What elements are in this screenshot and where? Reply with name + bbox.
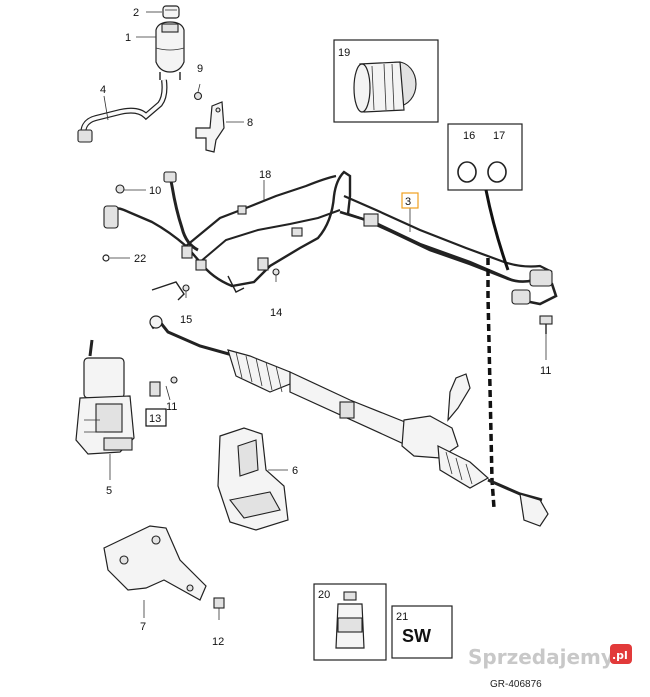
callout-4: 4 [100, 84, 106, 96]
steering-rack [149, 315, 549, 527]
software-box [391, 605, 453, 659]
callout-13: 13 [149, 413, 161, 425]
pump-cover [217, 427, 289, 531]
callout-5: 5 [106, 485, 112, 497]
callout-8: 8 [247, 117, 253, 129]
callout-10: 10 [149, 185, 161, 197]
pipe-union [103, 205, 119, 229]
callout-16: 16 [463, 130, 475, 142]
boxed-callout-13 [145, 408, 167, 427]
callout-3: 3 [405, 196, 411, 208]
callout-22: 22 [134, 253, 146, 265]
callout-1: 1 [125, 32, 131, 44]
fluid-box [313, 583, 387, 661]
sw-label: SW [402, 626, 431, 646]
pressure-pipe [109, 170, 513, 288]
reference-code: GR-406876 [490, 679, 542, 690]
screw-14 [272, 268, 280, 282]
callout-14: 14 [270, 307, 282, 319]
detail-box-19 [333, 39, 439, 123]
watermark-badge [610, 644, 632, 664]
highlight-callout-3 [401, 192, 419, 209]
section-divider [486, 258, 496, 509]
callout-11-right: 11 [540, 365, 551, 377]
callout-2: 2 [133, 7, 139, 19]
callout-12: 12 [212, 636, 224, 648]
callout-17: 17 [493, 130, 505, 142]
bolt-10 [115, 184, 125, 194]
return-pipe [168, 175, 199, 252]
watermark-text: Sprzedajemy [468, 645, 614, 669]
pump-bracket [103, 525, 207, 601]
hose-clamp [77, 129, 93, 143]
reservoir [155, 21, 185, 80]
callout-6: 6 [292, 465, 298, 477]
callout-9: 9 [197, 63, 203, 75]
bracket-bolt [193, 83, 203, 101]
watermark-suffix: .pl [612, 649, 628, 662]
callout-21: 21 [396, 611, 408, 623]
power-steering-pump [75, 339, 178, 455]
callout-11-left: 11 [166, 401, 177, 413]
reservoir-cap [162, 5, 180, 19]
detail-box-seals [447, 123, 523, 271]
callout-20: 20 [318, 589, 330, 601]
mount-bracket [195, 101, 225, 153]
bolt-11-right [539, 315, 553, 334]
callout-7: 7 [140, 621, 146, 633]
bolt-12 [213, 597, 225, 620]
callout-19: 19 [338, 47, 350, 59]
callout-18: 18 [259, 169, 271, 181]
callout-15: 15 [180, 314, 192, 326]
screw-15 [182, 284, 190, 298]
